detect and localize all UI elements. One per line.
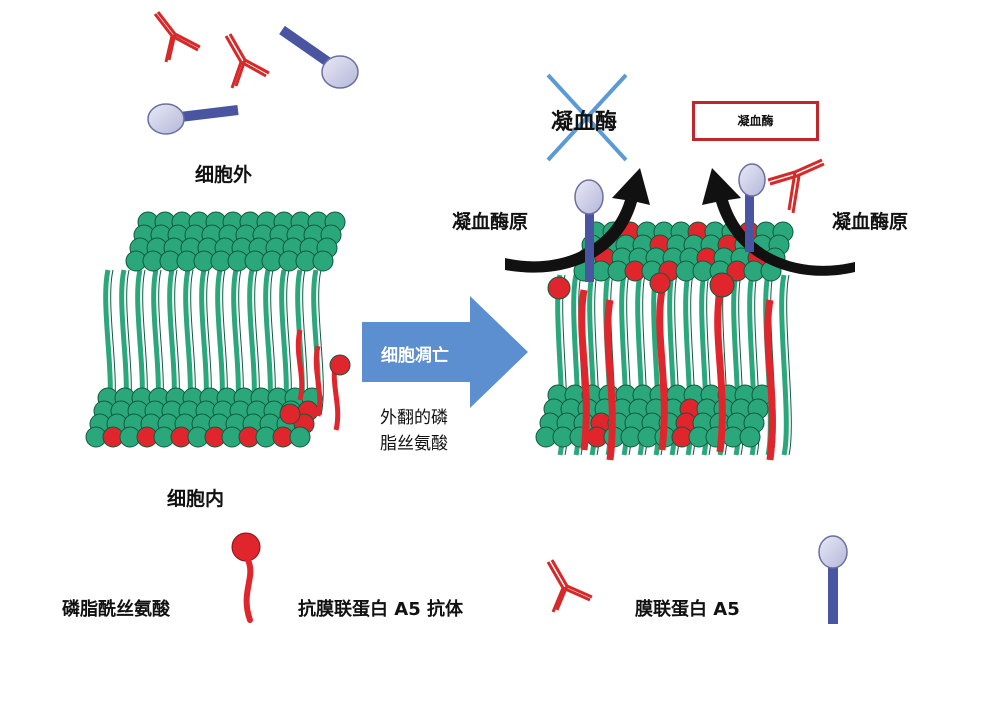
conversion-arrow-right <box>702 168 855 276</box>
prothrombin-left-label: 凝血酶原 <box>452 211 529 233</box>
prothrombin-right-label: 凝血酶原 <box>832 211 909 233</box>
annexin-a5-icon <box>147 103 239 135</box>
lipid-tail <box>779 274 789 456</box>
thrombin-crossed-label: 凝血酶 <box>551 110 618 135</box>
lipid-head <box>739 426 761 448</box>
phosphatidylserine-head <box>709 272 735 298</box>
conversion-arrow-left <box>505 168 650 273</box>
bound-annexin-a5-icon <box>738 163 766 252</box>
thrombin-boxed-label: 凝血酶 <box>692 101 819 141</box>
lipid-tail-outline <box>318 269 324 416</box>
flipped-ps-label-line2: 脂丝氨酸 <box>380 434 448 454</box>
legend-annexin-icon <box>818 535 848 624</box>
extracellular-label: 细胞外 <box>195 164 253 186</box>
legend-annexin-label: 膜联蛋白 A5 <box>635 599 740 620</box>
flipped-ps-tail <box>578 289 590 451</box>
annexin-a5-icon <box>279 25 359 89</box>
bound-annexin-a5-icon <box>574 179 604 282</box>
antibody-icon <box>224 33 270 89</box>
lipid-head <box>289 426 311 448</box>
antibody-icon <box>153 11 201 63</box>
inner-leaflet <box>535 384 773 448</box>
cross-mark-icon <box>546 73 628 162</box>
legend-ps-icon <box>231 532 261 623</box>
ps-tail <box>295 329 305 401</box>
phosphatidylserine-head <box>649 272 671 294</box>
legend-antibody-icon <box>546 559 593 613</box>
flipped-ps-tail <box>714 291 726 453</box>
apoptosis-label: 细胞凋亡 <box>381 346 449 366</box>
ps-tail <box>313 345 323 417</box>
lipid-head <box>312 250 334 272</box>
flipped-ps-tail <box>656 289 668 451</box>
phosphatidylserine-head <box>547 276 571 300</box>
flipped-phosphatidylserine <box>547 272 776 461</box>
lipid-tail-outline <box>786 274 792 456</box>
flipped-ps-tail <box>764 299 776 461</box>
outer-leaflet <box>125 211 346 272</box>
flipped-ps-label-line1: 外翻的磷 <box>380 408 448 428</box>
flipped-ps-tail <box>604 299 616 461</box>
phosphatidylserine-head <box>329 354 351 376</box>
legend-antibody-label: 抗膜联蛋白 A5 抗体 <box>298 599 463 620</box>
antibody-icon <box>767 158 825 214</box>
phosphatidylserine-head <box>279 403 301 425</box>
legend-ps-label: 磷脂酰丝氨酸 <box>62 599 170 620</box>
healthy-membrane <box>85 211 351 448</box>
inner-phosphatidylserine <box>279 329 351 431</box>
intracellular-label: 细胞内 <box>167 488 225 510</box>
apoptosis-arrow <box>362 296 528 408</box>
flipped-ps-label: 外翻的磷 脂丝氨酸 <box>380 405 448 457</box>
